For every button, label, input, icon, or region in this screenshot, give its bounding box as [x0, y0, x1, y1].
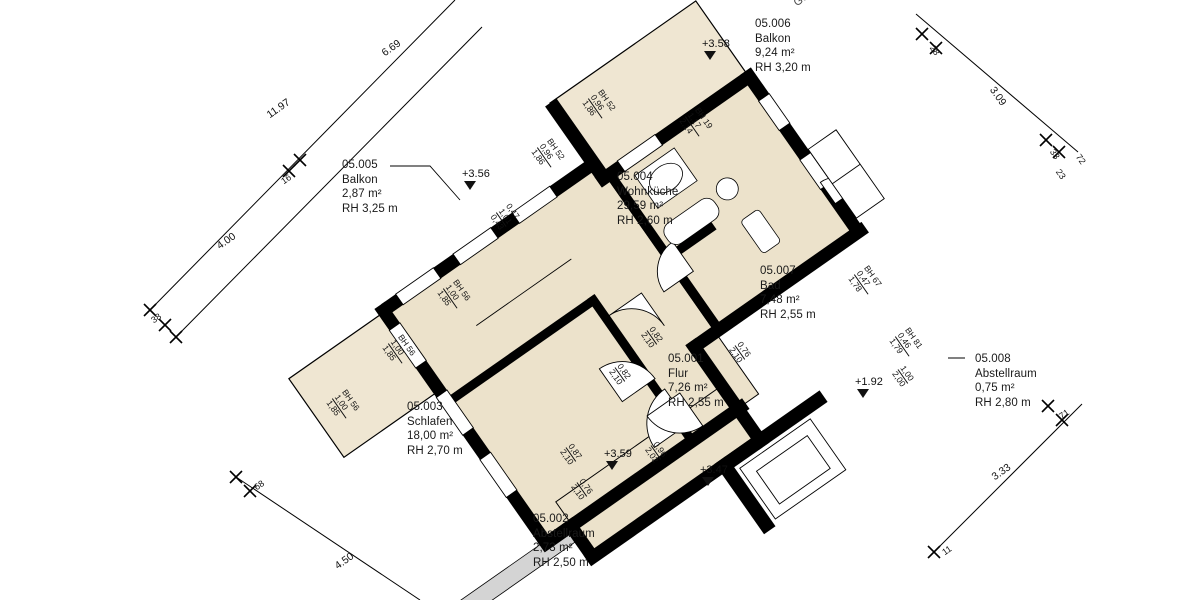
wall-balcony-west	[545, 98, 613, 187]
elevation-value: +3.47	[700, 464, 728, 476]
elevation-marker: +3.58	[702, 38, 730, 60]
elevation-triangle-icon	[704, 51, 716, 60]
room-height: RH 2,55 m	[760, 308, 816, 321]
room-name: Schlafen	[407, 415, 453, 428]
room-area: 7,26 m²	[668, 382, 708, 394]
wall-south-west	[537, 398, 750, 553]
room-number: 05.007	[760, 265, 796, 277]
elevation-marker: +3.56	[462, 168, 490, 190]
room-height: RH 2,50 m	[533, 556, 589, 569]
room-number: 05.002	[533, 513, 569, 525]
room-number: 05.008	[975, 353, 1011, 365]
room-height: RH 2,60 m	[617, 214, 673, 227]
elevation-marker: +1.92	[855, 376, 883, 398]
room-height: RH 3,25 m	[342, 202, 398, 215]
wall-hall-east	[685, 337, 770, 451]
room-name: Wohnküche	[617, 185, 679, 198]
kitchen-counter	[476, 258, 572, 326]
room-number: 05.005	[342, 159, 378, 171]
elevation-value: +3.56	[462, 168, 490, 180]
entry-shaft	[714, 390, 847, 535]
room-number: 05.006	[755, 18, 791, 30]
leader-lines	[390, 165, 965, 359]
dimension-chains	[143, 0, 1083, 600]
elevation-marker: +3.59	[604, 448, 632, 470]
room-area: 2,73 m²	[533, 542, 573, 554]
room-area: 9,24 m²	[755, 47, 795, 59]
room-area: 0,75 m²	[975, 382, 1015, 394]
elevation-value: +3.59	[604, 448, 632, 460]
room-number: 05.004	[617, 171, 653, 183]
room-area: 18,00 m²	[407, 430, 454, 442]
elevation-triangle-icon	[464, 181, 476, 190]
window-openings	[388, 92, 832, 499]
room-name: Abstellraum	[533, 527, 595, 540]
room-number: 05.003	[407, 401, 443, 413]
room-number: 05.001	[668, 353, 704, 365]
room-area: 29,59 m²	[617, 200, 664, 212]
wall-south-east	[685, 221, 869, 356]
room-name: Balkon	[755, 32, 791, 45]
bathroom-fixtures	[634, 147, 781, 253]
elevation-value: +3.58	[702, 38, 730, 50]
elevation-value: +1.92	[855, 376, 883, 388]
elevation-triangle-icon	[857, 389, 869, 398]
room-height: RH 3,20 m	[755, 61, 811, 74]
wall-partition-schlafen	[446, 294, 599, 406]
room-name: Bad	[760, 279, 781, 292]
room-height: RH 2,80 m	[975, 396, 1031, 409]
store-05008-shape	[807, 129, 885, 219]
room-area: 2,87 m²	[342, 188, 382, 200]
room-area: 7,48 m²	[760, 294, 800, 306]
plan-geometry	[288, 0, 885, 600]
elevation-triangle-icon	[606, 461, 618, 470]
room-name: Flur	[668, 367, 689, 380]
room-name: Balkon	[342, 173, 378, 186]
room-height: RH 2,70 m	[407, 444, 463, 457]
elevation-marker: +3.47	[700, 464, 728, 486]
room-name: Abstellraum	[975, 367, 1037, 380]
elevation-triangle-icon	[702, 477, 714, 486]
room-height: RH 2,55 m	[668, 396, 724, 409]
